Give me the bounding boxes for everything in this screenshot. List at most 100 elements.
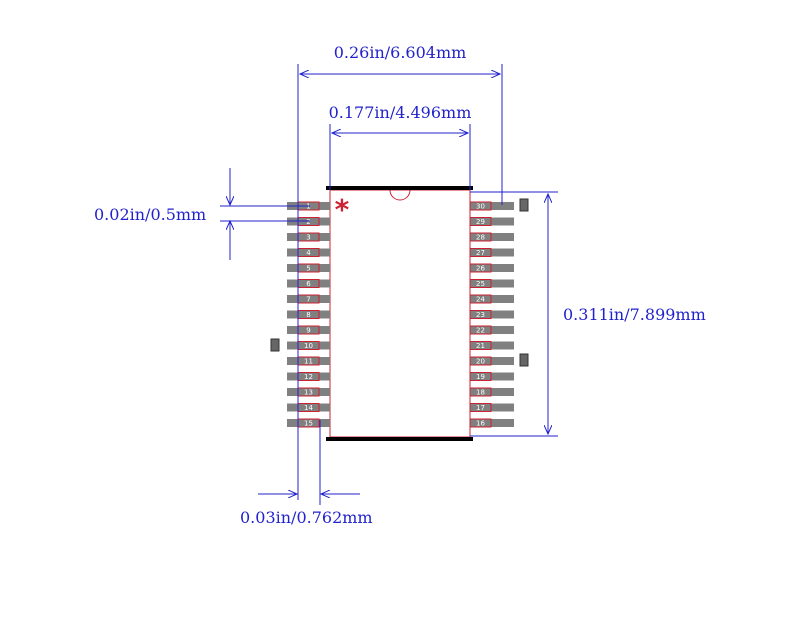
- pad-shape: [470, 419, 514, 427]
- pad-outline: [469, 310, 492, 319]
- pad-shape: [287, 264, 330, 272]
- pin-number: 13: [304, 389, 313, 397]
- overall-width-label: 0.26in/6.604mm: [334, 43, 467, 62]
- pad-outline: [469, 201, 492, 211]
- body-width-label: 0.177in/4.496mm: [329, 103, 472, 122]
- pad-shape: [470, 403, 514, 412]
- silkscreen-bottom-bar: [326, 437, 473, 441]
- pad-right-30: 30: [469, 201, 514, 211]
- pad-shape: [470, 202, 514, 210]
- pad-shape: [287, 341, 330, 350]
- pad-shape: [287, 372, 330, 381]
- overall-width-dimension: 0.26in/6.604mm: [297, 43, 503, 500]
- pad-shape: [470, 279, 514, 288]
- pad-right-21: 21: [469, 341, 514, 350]
- component-body-outline: [329, 189, 471, 438]
- pad-shape: [470, 341, 514, 350]
- pad-outline: [469, 325, 492, 335]
- pad-left-7: 7: [287, 294, 330, 304]
- pad-outline: [469, 387, 492, 397]
- pin-number: 8: [306, 311, 310, 319]
- pad-outline: [469, 418, 492, 428]
- pin-number: 23: [476, 311, 485, 319]
- pad-shape: [470, 295, 514, 303]
- pad-shape: [287, 248, 330, 257]
- pad-outline: [469, 403, 492, 412]
- pin-number: 5: [306, 265, 310, 273]
- pad-shape: [470, 217, 514, 226]
- pin-number: 20: [476, 358, 485, 366]
- pad-width-label: 0.03in/0.762mm: [240, 508, 373, 527]
- pin-number: 18: [476, 389, 485, 397]
- pad-width-dimension: 0.03in/0.762mm: [240, 420, 373, 527]
- pad-shape: [287, 326, 330, 334]
- pin-number: 27: [476, 249, 485, 257]
- pad-outline: [469, 341, 492, 350]
- pad-shape: [470, 372, 514, 381]
- pad-left-2: 2: [287, 217, 330, 226]
- pad-outline: [469, 294, 492, 304]
- pitch-dimension: 0.02in/0.5mm: [94, 168, 310, 260]
- pad-right-27: 27: [469, 248, 514, 257]
- pad-shape: [470, 248, 514, 257]
- height-label: 0.311in/7.899mm: [563, 305, 706, 324]
- pin-number: 22: [476, 327, 485, 335]
- pad-outline: [469, 232, 492, 242]
- pad-shape: [470, 357, 514, 365]
- pin-number: 16: [476, 420, 485, 428]
- pin-number: 9: [306, 327, 310, 335]
- pin-number: 12: [304, 373, 313, 381]
- pad-left-3: 3: [287, 232, 330, 242]
- pad-outline: [469, 217, 492, 226]
- pin-number: 3: [306, 234, 310, 242]
- pin-number: 29: [476, 218, 485, 226]
- pin-number: 19: [476, 373, 485, 381]
- pad-shape: [287, 357, 330, 365]
- pin-number: 6: [306, 280, 311, 288]
- pad-right-23: 23: [469, 310, 514, 319]
- pad-left-8: 8: [287, 310, 330, 319]
- pad-left-12: 12: [287, 372, 330, 381]
- pad-outline: [469, 248, 492, 257]
- pin1-notch: [389, 189, 411, 201]
- pad-left-6: 6: [287, 279, 330, 288]
- pin1-marker: *: [335, 193, 350, 226]
- orientation-mark-left: [270, 338, 280, 352]
- pad-left-4: 4: [287, 248, 330, 257]
- pad-left-15: 15: [287, 418, 330, 428]
- pad-outline: [469, 263, 492, 273]
- pad-right-18: 18: [469, 387, 514, 397]
- pad-left-5: 5: [287, 263, 330, 273]
- pad-shape: [287, 388, 330, 396]
- pin-number: 17: [476, 404, 485, 412]
- pad-right-16: 16: [469, 418, 514, 428]
- pads-group: 1234567891011121314153029282726252423222…: [287, 201, 514, 428]
- orientation-mark-top-right: [519, 198, 529, 212]
- pad-shape: [287, 419, 330, 427]
- pad-shape: [470, 326, 514, 334]
- pad-right-25: 25: [469, 279, 514, 288]
- pin-number: 4: [306, 249, 311, 257]
- pin-number: 2: [306, 218, 310, 226]
- pad-shape: [470, 264, 514, 272]
- body-width-dimension: 0.177in/4.496mm: [329, 103, 472, 190]
- pad-outline: [469, 356, 492, 366]
- pad-outline: [469, 279, 492, 288]
- pad-shape: [287, 310, 330, 319]
- pad-left-10: 10: [287, 341, 330, 350]
- pin-number: 26: [476, 265, 485, 273]
- pad-outline: [469, 372, 492, 381]
- pin-number: 7: [306, 296, 310, 304]
- pad-shape: [287, 295, 330, 303]
- pad-left-13: 13: [287, 387, 330, 397]
- pin-number: 28: [476, 234, 485, 242]
- pad-right-22: 22: [469, 325, 514, 335]
- pin-number: 24: [476, 296, 485, 304]
- pad-shape: [470, 388, 514, 396]
- pad-right-20: 20: [469, 356, 514, 366]
- pin-number: 11: [304, 358, 313, 366]
- pad-right-26: 26: [469, 263, 514, 273]
- pitch-label: 0.02in/0.5mm: [94, 205, 206, 224]
- pad-shape: [287, 279, 330, 288]
- pad-shape: [287, 403, 330, 412]
